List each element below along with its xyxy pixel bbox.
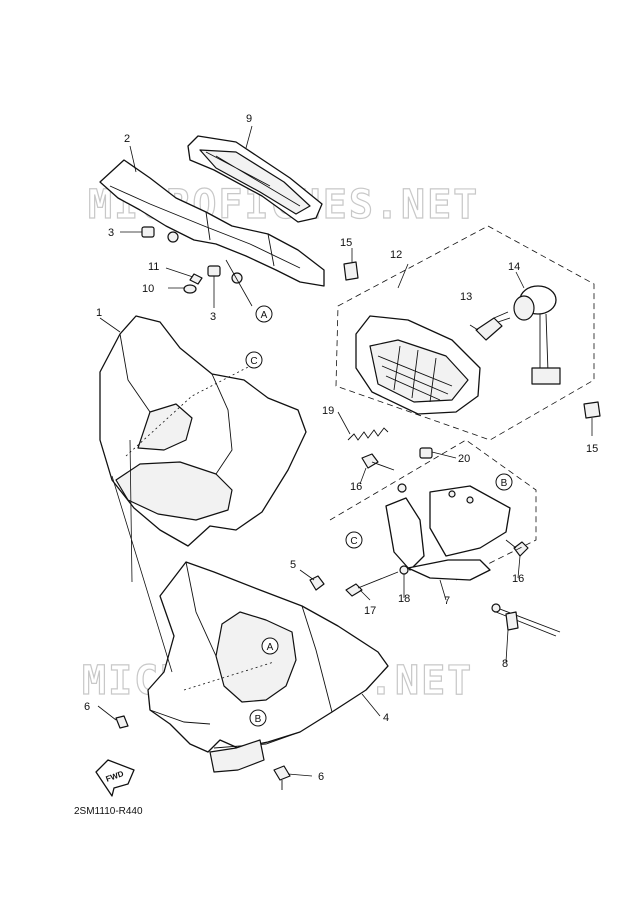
forward-arrow-icon: FWD <box>95 759 135 797</box>
callout-4: 4 <box>383 712 389 724</box>
svg-text:C: C <box>350 536 357 547</box>
callout-15-right: 15 <box>586 443 598 455</box>
part-14-socket <box>513 285 561 385</box>
callout-12: 12 <box>390 249 402 261</box>
callout-20: 20 <box>458 453 470 465</box>
document-id: 2SM1110-R440 <box>74 806 143 817</box>
part-9-meter-cover <box>187 135 323 223</box>
callout-2: 2 <box>124 133 130 145</box>
callout-3-lower: 3 <box>210 311 216 323</box>
part-15-clips <box>343 261 601 419</box>
svg-text:A: A <box>261 310 268 321</box>
part-7-headlight-stay <box>329 439 537 581</box>
part-13-bulb <box>475 311 511 341</box>
callout-19: 19 <box>322 405 334 417</box>
callout-14: 14 <box>508 261 520 273</box>
part-19-spring <box>347 427 389 441</box>
ref-A-lower: A <box>261 637 279 655</box>
ref-C-cowl: C <box>245 351 263 369</box>
callout-5: 5 <box>290 559 296 571</box>
part-1-front-cowl <box>99 315 307 547</box>
svg-text:C: C <box>250 356 257 367</box>
ref-B-lower: B <box>249 709 267 727</box>
leader-lines <box>97 125 593 777</box>
fasteners-bracket <box>345 453 529 597</box>
svg-text:B: B <box>255 714 262 725</box>
callout-13: 13 <box>460 291 472 303</box>
callout-10: 10 <box>142 283 154 295</box>
callout-6-bottom: 6 <box>318 771 324 783</box>
part-2-meter-panel <box>99 159 325 287</box>
callout-16-left: 16 <box>350 481 362 493</box>
part-12-headlight-group <box>335 225 595 441</box>
callout-7: 7 <box>444 595 450 607</box>
ref-A-upper: A <box>255 305 273 323</box>
callout-9: 9 <box>246 113 252 125</box>
callout-16-right: 16 <box>512 573 524 585</box>
ref-C-bracket: C <box>345 531 363 549</box>
fasteners-upper <box>120 226 221 308</box>
callout-8: 8 <box>502 658 508 670</box>
part-8-cable-tie <box>491 603 561 637</box>
callout-11: 11 <box>148 261 159 273</box>
svg-text:A: A <box>267 642 274 653</box>
ref-B-right: B <box>495 473 513 491</box>
ref-line-cowl <box>111 439 173 673</box>
callout-6-left: 6 <box>84 701 90 713</box>
fasteners-lower <box>115 569 325 790</box>
callout-17: 17 <box>364 605 376 617</box>
part-20-nut <box>419 447 433 459</box>
svg-text:B: B <box>501 478 508 489</box>
part-4-lower-cowl <box>147 561 389 773</box>
callout-18: 18 <box>398 593 410 605</box>
callout-1: 1 <box>96 307 102 319</box>
callout-3-upper: 3 <box>108 227 114 239</box>
callout-15-upper: 15 <box>340 237 352 249</box>
ref-line-a-upper <box>225 259 253 307</box>
